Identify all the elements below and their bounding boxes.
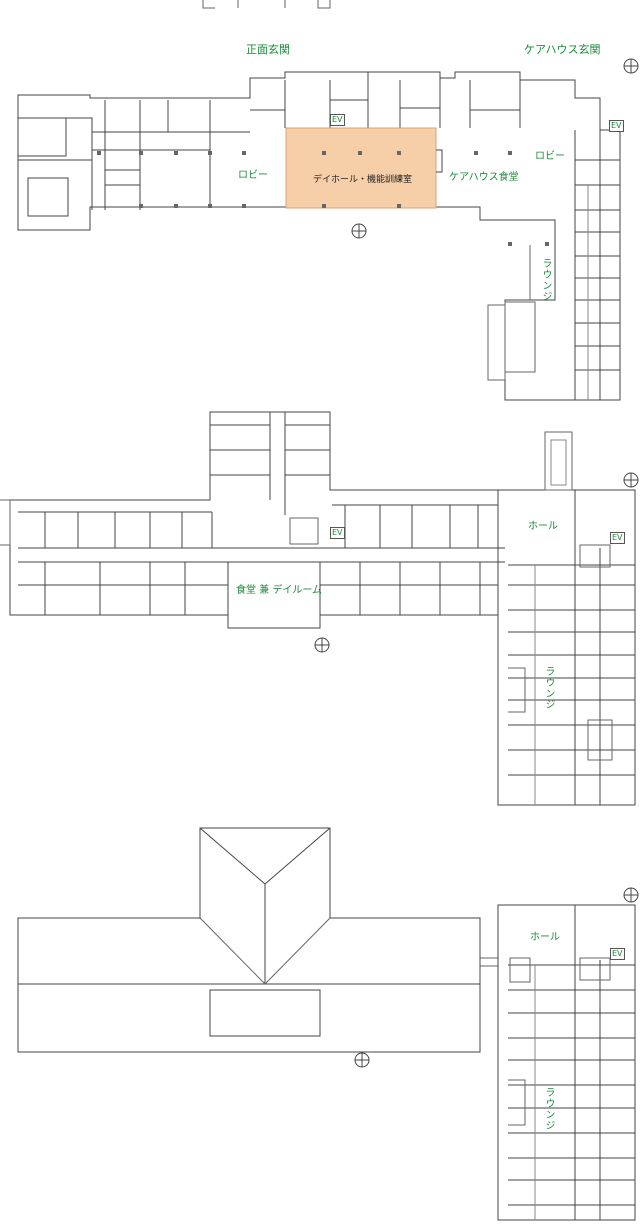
ev-badge-floor2-east: EV — [610, 532, 625, 544]
ev-badge-floor1-center: EV — [330, 114, 345, 126]
floor-1-outline — [17, 71, 621, 401]
label-carehouse-dining: ケアハウス食堂 — [449, 172, 519, 183]
label-lounge-floor1: ラウンジ — [540, 258, 551, 302]
ev-badge-floor1-east: EV — [609, 120, 624, 132]
label-lounge-floor2: ラウンジ — [543, 666, 554, 710]
label-hall-floor2: ホール — [528, 521, 558, 532]
label-dining-dayroom: 食堂 兼 デイルーム — [236, 585, 323, 596]
stair — [509, 957, 531, 983]
floor-3-outline — [497, 904, 636, 1221]
stair — [289, 517, 319, 545]
stair — [579, 957, 611, 981]
label-lounge-floor3: ラウンジ — [543, 1087, 554, 1131]
stair — [587, 719, 613, 761]
west-room — [27, 177, 69, 217]
label-main-entrance: 正面玄関 — [246, 43, 290, 56]
stair — [579, 544, 611, 568]
west-room — [17, 117, 67, 157]
label-carehouse-entrance: ケアハウス玄関 — [524, 43, 601, 56]
roof-skylight — [209, 989, 321, 1037]
floor-1-plan — [17, 0, 639, 401]
stair — [504, 301, 536, 373]
label-hall-floor3: ホール — [530, 932, 560, 943]
dayhall-highlight — [285, 127, 437, 209]
floor-3-plan — [17, 827, 639, 1221]
label-lobby-west: ロビー — [238, 170, 268, 181]
floor-2-plan — [0, 411, 639, 806]
ev-badge-floor2-center: EV — [330, 527, 345, 539]
ev-badge-floor3-east: EV — [610, 948, 625, 960]
tower — [544, 431, 573, 491]
label-lobby-east: ロビー — [535, 151, 565, 162]
label-dayhall: デイホール・機能訓練室 — [313, 175, 413, 185]
roof-outline — [17, 827, 481, 1053]
